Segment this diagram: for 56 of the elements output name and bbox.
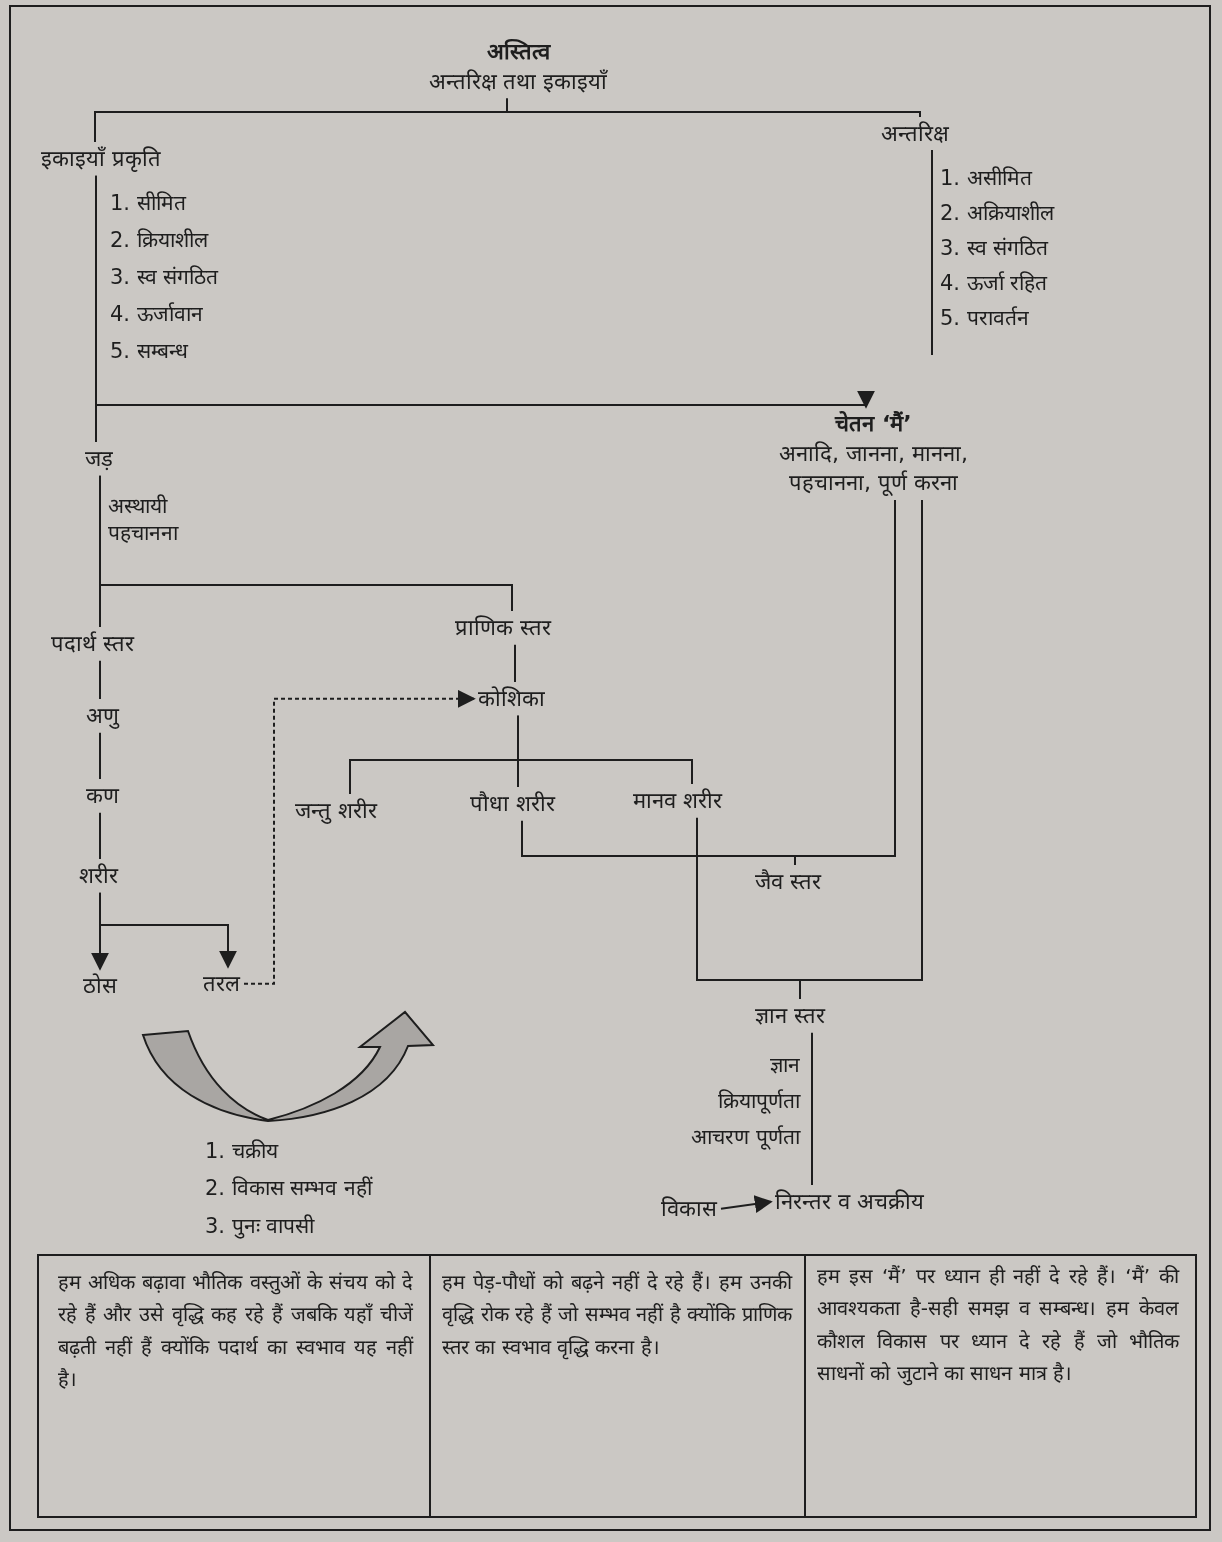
level-label: तरल — [200, 968, 243, 1000]
level-label: जड़ — [82, 443, 116, 475]
level-label: इकाइयाँ प्रकृति — [38, 143, 164, 175]
level-label: ठोस — [80, 970, 120, 1002]
level-label: अणु — [83, 700, 122, 732]
level-label: प्राणिक स्तर — [452, 612, 554, 644]
list-item: 1. सीमित — [110, 190, 186, 217]
list-item: आचरण पूर्णता — [690, 1124, 800, 1152]
arrow — [99, 891, 237, 969]
connector-line — [506, 97, 921, 118]
note-text: हम इस ‘मैं’ पर ध्यान ही नहीं दे रहे हैं। ‘मैं’ की आवश्यकता है-सही समझ व सम्बन्ध। हम केवल कौशल विकास पर ध्यान दे रहे हैं जो भौतिक साधनों को जुटाने का साधन मात्र है। — [817, 1263, 1179, 1388]
level-label: कण — [83, 780, 122, 812]
connector-line — [794, 499, 896, 866]
connector-line — [99, 474, 513, 612]
list-item: क्रियापूर्णता — [717, 1088, 800, 1116]
list-item: 3. पुनः वापसी — [205, 1213, 315, 1241]
level-label: जन्तु शरीर — [292, 795, 380, 827]
note-text: हम अधिक बढ़ावा भौतिक वस्तुओं के संचय को दे रहे हैं और उसे वृद्धि कह रहे हैं जबकि यहाँ चीजें बढ़ती नहीं हैं क्योंकि पदार्थ का स्वभाव यह नहीं है। — [58, 1269, 413, 1394]
connector-line — [799, 499, 923, 1000]
level-label: पदार्थ स्तर — [48, 628, 137, 660]
list-item: 2. विकास सम्भव नहीं — [205, 1175, 373, 1202]
level-label: जैव स्तर — [752, 866, 824, 898]
connector-line — [99, 659, 101, 700]
list-item: 3. स्व संगठित — [110, 264, 219, 291]
list-item: 1. असीमित — [940, 165, 1032, 192]
connector-line — [99, 731, 101, 780]
description-text: अन्तरिक्ष तथा इकाइयाँ — [427, 67, 609, 96]
level-label: कोशिका — [475, 683, 548, 715]
level-label: विकास — [658, 1193, 720, 1225]
level-label: ज्ञान स्तर — [752, 1000, 828, 1032]
connector-line — [99, 811, 101, 860]
connector-line — [95, 174, 97, 443]
arrow — [720, 1195, 773, 1213]
list-item: 3. स्व संगठित — [940, 235, 1049, 262]
list-item: 5. परावर्तन — [940, 305, 1029, 332]
list-item: 4. ऊर्जावान — [110, 301, 203, 328]
list-item: 2. अक्रियाशील — [940, 200, 1054, 227]
list-item: 2. क्रियाशील — [110, 227, 208, 254]
connector-line — [517, 714, 693, 785]
level-label: पौधा शरीर — [467, 788, 558, 820]
list-item: 1. चक्रीय — [205, 1138, 278, 1165]
heading-label: अस्तित्व — [485, 38, 552, 66]
level-label: निरन्तर व अचक्रीय — [772, 1186, 927, 1218]
level-label: अन्तरिक्ष — [878, 118, 952, 150]
connector-line — [514, 643, 516, 683]
heading-label: चेतन ‘मैं’ — [833, 410, 913, 438]
connector-line — [811, 1031, 813, 1186]
list-item: ज्ञान — [769, 1052, 800, 1079]
dashed-arrow — [243, 689, 476, 985]
description-text: अनादि, जानना, मानना, पहचानना, पूर्ण करना — [778, 439, 969, 498]
level-label: शरीर — [76, 860, 121, 892]
note-text: हम पेड़-पौधों को बढ़ने नहीं दे रहे हैं। हम उनकी वृद्धि रोक रहे हैं जो सम्भव नहीं है क्योंकि प्राणिक स्तर का स्वभाव वृद्धि करना है। — [442, 1269, 792, 1362]
list-item: 5. सम्बन्ध — [110, 338, 188, 365]
level-label: मानव शरीर — [630, 785, 725, 817]
list-item: 4. ऊर्जा रहित — [940, 270, 1048, 297]
side-note: अस्थायी पहचानना — [108, 493, 180, 548]
